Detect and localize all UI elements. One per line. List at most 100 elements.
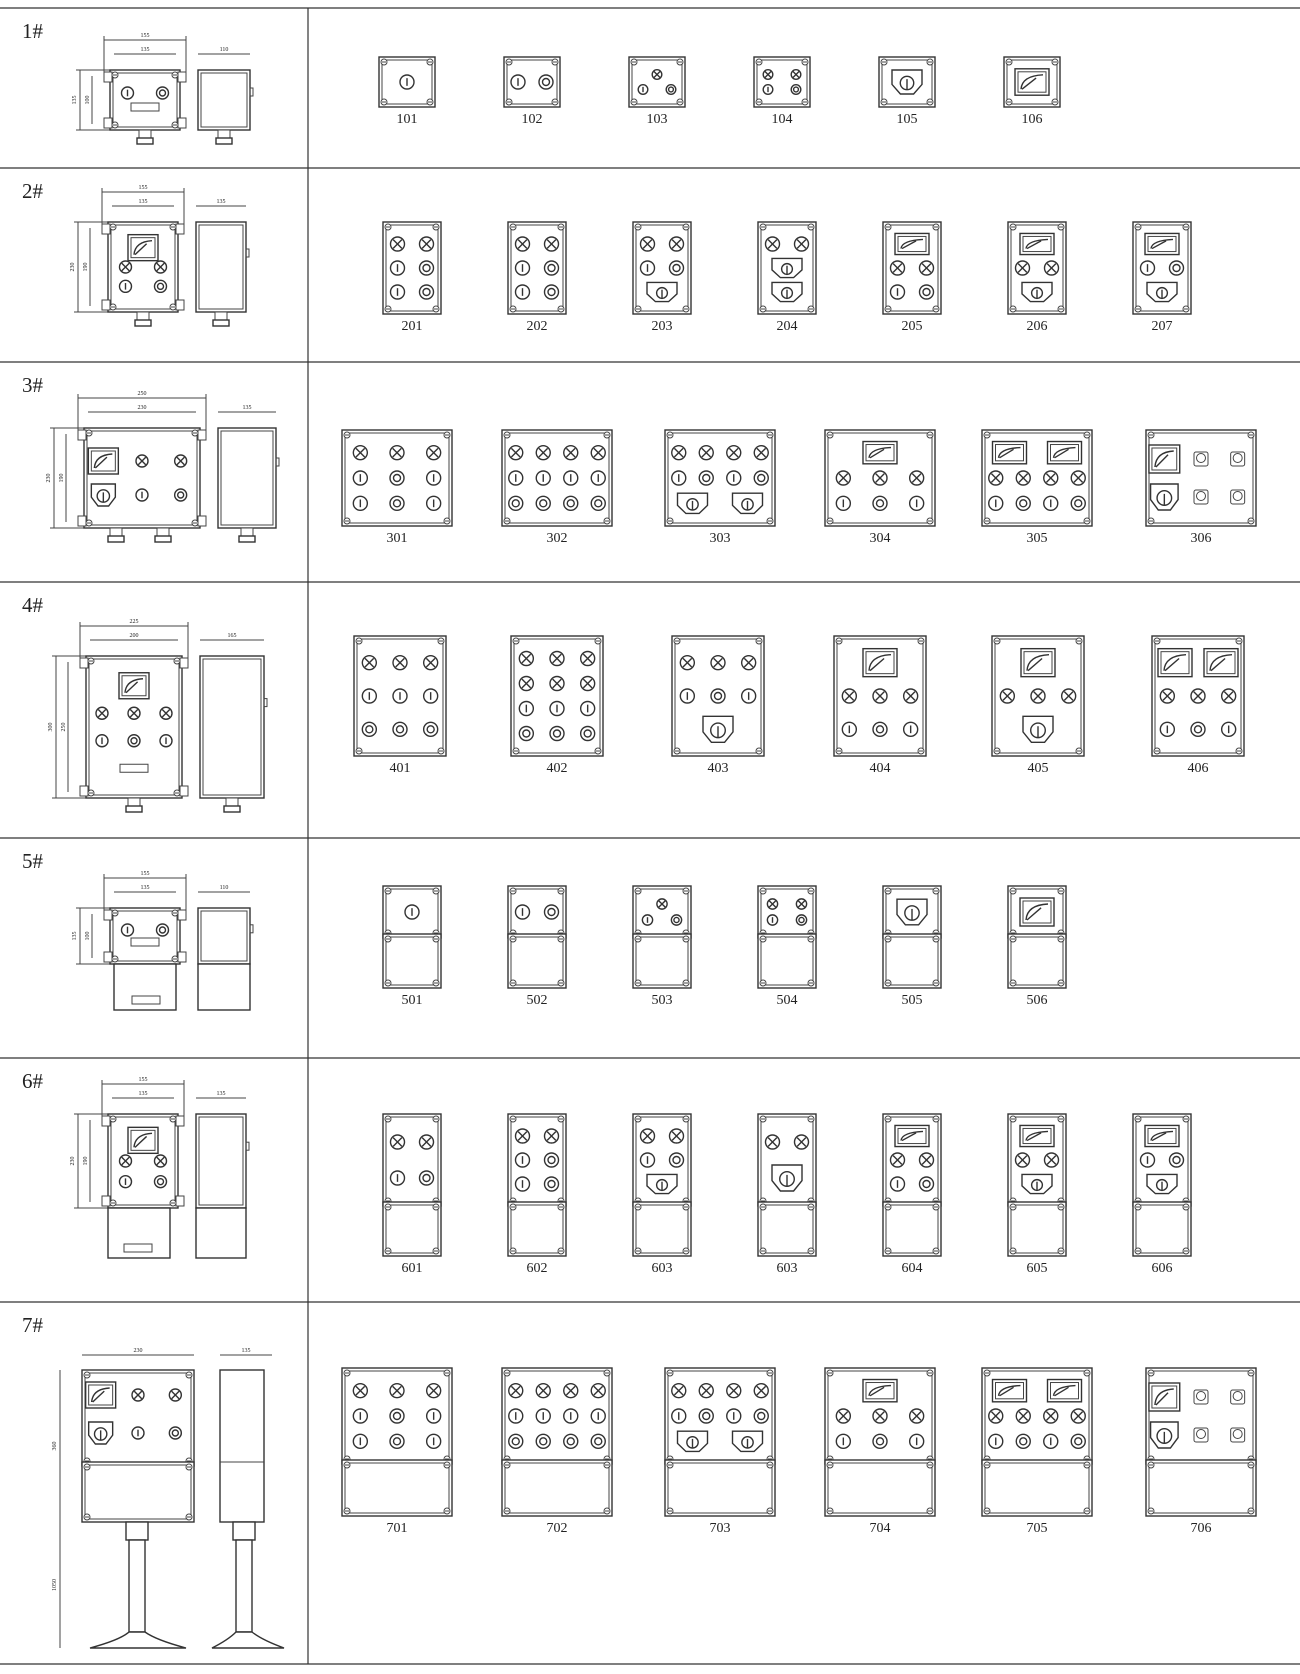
stop-button-icon xyxy=(665,83,677,95)
model-number: 602 xyxy=(527,1261,548,1276)
stop-button-icon xyxy=(670,914,683,926)
stand-base xyxy=(89,1631,187,1649)
dimension-label: 135 xyxy=(217,199,226,205)
enclosure-outline xyxy=(1007,1201,1067,1257)
dimension-label: 165 xyxy=(228,633,237,639)
nameplate xyxy=(130,102,160,112)
model-number: 205 xyxy=(902,319,923,334)
stop-button-icon xyxy=(535,495,551,512)
stop-button-icon xyxy=(535,1433,551,1450)
stop-button-icon xyxy=(127,734,141,748)
stop-button-icon xyxy=(155,923,170,937)
model-number: 401 xyxy=(390,761,411,776)
stop-button-icon xyxy=(1015,1433,1031,1450)
model-number: 203 xyxy=(652,319,673,334)
dimension-label: 110 xyxy=(220,47,229,53)
pilot-lamp-icon xyxy=(1230,489,1246,505)
dimension-label: 135 xyxy=(139,199,148,205)
stop-button-icon xyxy=(508,495,524,512)
pilot-lamp-icon xyxy=(1193,489,1209,505)
nameplate xyxy=(123,1243,153,1253)
side-view xyxy=(199,655,265,799)
stop-button-icon xyxy=(872,721,888,738)
mounting-lug xyxy=(79,785,89,797)
model-number: 505 xyxy=(902,993,923,1008)
mounting-lug xyxy=(101,223,111,235)
enclosure-outline xyxy=(757,885,817,939)
dimension-label: 190 xyxy=(59,474,65,483)
model-number: 501 xyxy=(402,993,423,1008)
stop-button-icon xyxy=(422,721,439,738)
pilot-lamp-icon xyxy=(1230,1389,1246,1405)
enclosure-outline xyxy=(753,56,811,108)
stop-button-icon xyxy=(668,1152,685,1168)
cable-gland xyxy=(127,797,141,807)
model-number: 402 xyxy=(547,761,568,776)
dimension-label: 135 xyxy=(141,885,150,891)
pilot-lamp-icon xyxy=(1230,1427,1246,1443)
stop-button-icon xyxy=(543,260,560,276)
side-view xyxy=(197,69,251,131)
dimension-label: 190 xyxy=(83,263,89,272)
stop-button-icon xyxy=(918,284,935,300)
model-number: 302 xyxy=(547,531,568,546)
row-label: 1# xyxy=(22,19,44,43)
stop-button-icon xyxy=(1190,721,1206,738)
cable-gland xyxy=(225,797,239,807)
dimension-label: 300 xyxy=(48,723,54,732)
dimension-label: 225 xyxy=(130,619,139,625)
side-view xyxy=(197,963,251,1011)
dimension-label: 250 xyxy=(138,391,147,397)
dimension-label: 250 xyxy=(61,723,67,732)
stop-button-icon xyxy=(543,1176,560,1192)
enclosure-outline xyxy=(83,427,201,529)
cable-gland xyxy=(136,311,150,321)
stop-button-icon xyxy=(153,279,168,294)
model-number: 105 xyxy=(897,112,918,127)
mounting-lug xyxy=(101,1115,111,1127)
dimension-label: 135 xyxy=(72,96,78,105)
mounting-lug xyxy=(177,951,187,963)
dimension-label: 135 xyxy=(72,932,78,941)
model-number: 305 xyxy=(1027,531,1048,546)
ammeter-icon xyxy=(1144,1124,1180,1148)
stop-button-icon xyxy=(1070,1433,1086,1450)
side-view xyxy=(195,1113,247,1209)
mounting-lug xyxy=(79,657,89,669)
stop-button-icon xyxy=(790,83,802,95)
stop-button-icon xyxy=(389,495,405,512)
enclosure-outline xyxy=(107,1207,171,1259)
model-number: 201 xyxy=(402,319,423,334)
cable-gland xyxy=(109,527,123,537)
enclosure-outline xyxy=(664,1459,776,1517)
stop-button-icon xyxy=(710,688,726,704)
ammeter-icon xyxy=(1019,1124,1055,1148)
stop-button-icon xyxy=(1015,495,1031,512)
cable-gland xyxy=(214,311,228,321)
mounting-lug xyxy=(177,71,187,83)
model-number: 202 xyxy=(527,319,548,334)
stop-button-icon xyxy=(753,1408,769,1424)
row-label: 3# xyxy=(22,373,44,397)
mounting-lug xyxy=(175,299,185,311)
stop-button-icon xyxy=(563,1433,579,1450)
cable-gland xyxy=(240,527,254,537)
mounting-lug xyxy=(101,299,111,311)
stop-button-icon xyxy=(590,495,606,512)
model-number: 504 xyxy=(777,993,798,1008)
stand-base xyxy=(211,1631,285,1649)
mounting-lug xyxy=(103,71,113,83)
side-view xyxy=(195,1207,247,1259)
dimension-label: 230 xyxy=(134,1348,143,1354)
stop-button-icon xyxy=(872,1433,888,1450)
side-view xyxy=(217,427,277,529)
enclosure-outline xyxy=(632,933,692,989)
enclosure-outline xyxy=(109,907,181,965)
enclosure-outline xyxy=(632,885,692,939)
table-grid xyxy=(0,7,1300,1665)
model-number: 705 xyxy=(1027,1521,1048,1536)
ammeter-icon xyxy=(1144,232,1180,256)
enclosure-outline xyxy=(1132,1201,1192,1257)
